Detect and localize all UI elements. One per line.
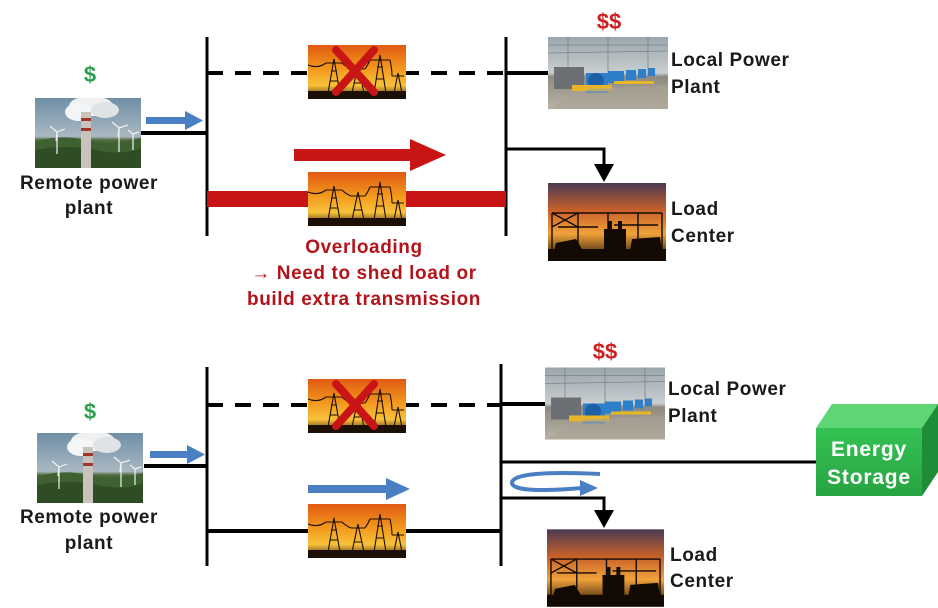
transmission-tower-photo: [308, 504, 406, 558]
remote-plant-label: Remote power: [20, 507, 158, 528]
load-center-label: Center: [671, 226, 735, 247]
overload-warning: → Need to shed load or: [251, 263, 476, 284]
overload-flow-arrow-icon: [294, 139, 446, 171]
load-center-label: Load: [670, 545, 718, 566]
load-feed-line: [501, 496, 606, 512]
remote-cost: $: [84, 62, 96, 87]
local-power-plant-photo: [545, 368, 665, 440]
local-plant-label: Local Power: [671, 50, 790, 71]
remote-plant-label: plant: [65, 533, 113, 554]
load-center-photo: [548, 183, 666, 261]
flow-arrow-icon: [150, 445, 205, 464]
local-plant-label: Local Power: [668, 379, 787, 400]
local-plant-label: Plant: [668, 406, 718, 427]
storage-loop-arrow-icon: [510, 471, 601, 496]
energy-storage-label: Energy: [831, 438, 907, 461]
remote-plant-label: plant: [65, 198, 113, 219]
remote-power-plant-photo: [35, 96, 141, 168]
load-center-label: Center: [670, 571, 734, 592]
remote-cost: $: [84, 399, 96, 424]
load-arrow-icon: [594, 510, 614, 528]
local-power-plant-photo: [548, 37, 668, 109]
normal-flow-arrow-icon: [308, 478, 410, 500]
local-cost: $$: [597, 9, 621, 34]
load-center-label: Load: [671, 199, 719, 220]
remote-power-plant-photo: [37, 431, 143, 503]
flow-arrow-icon: [146, 111, 203, 130]
energy-storage-label: Storage: [827, 466, 911, 489]
overload-warning: build extra transmission: [247, 289, 481, 310]
load-feed-line: [506, 147, 606, 166]
transmission-tower-photo: [308, 172, 406, 226]
scenario-with-storage: $ Remote power plant $$ Local Power Plan…: [20, 339, 938, 607]
remote-plant-label: Remote power: [20, 173, 158, 194]
overload-warning: Overloading: [305, 237, 422, 258]
load-center-photo: [547, 529, 664, 606]
load-arrow-icon: [594, 164, 614, 182]
energy-storage-box: Energy Storage: [816, 404, 938, 496]
local-cost: $$: [593, 339, 617, 364]
local-plant-label: Plant: [671, 77, 721, 98]
scenario-without-storage: $ Remote power plant $$ Local Power Plan…: [20, 9, 790, 310]
